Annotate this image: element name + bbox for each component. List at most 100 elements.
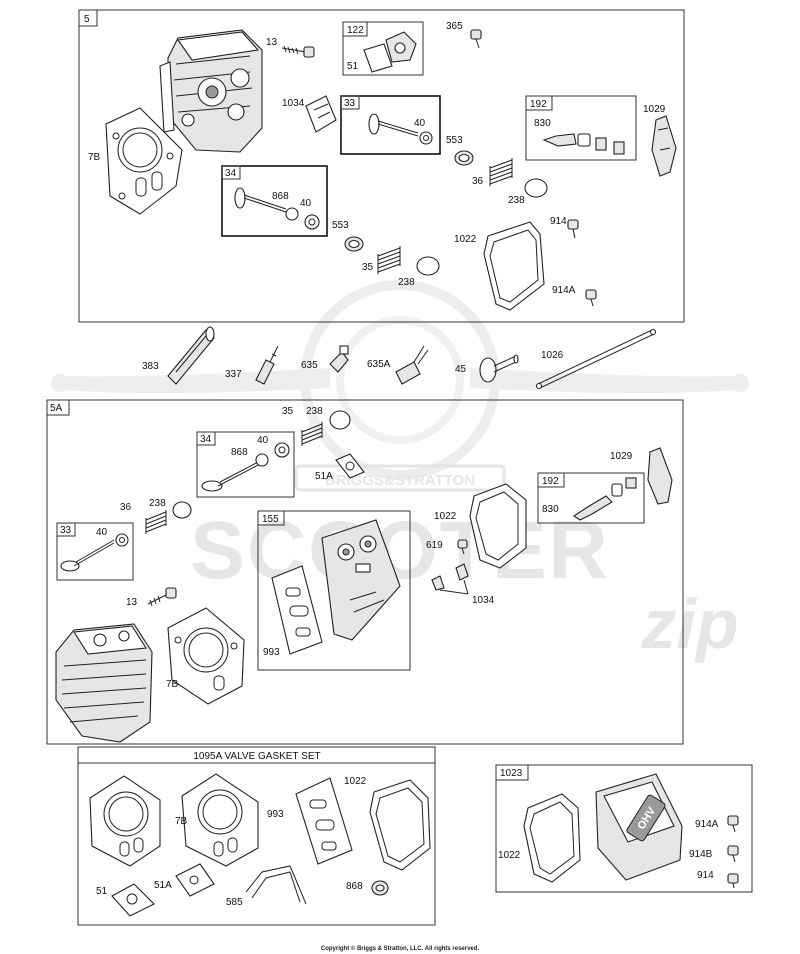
part-label-868-set: 868 (346, 881, 363, 892)
valve-spring-36-mid (145, 510, 167, 534)
part-label-635a: 635A (367, 359, 391, 370)
cylinder-head-mid (55, 623, 153, 743)
part-label-35-top: 35 (362, 262, 374, 273)
kit-122-label: 122 (347, 25, 364, 36)
breather-plate-993-mid (271, 565, 323, 655)
part-label-993-set: 993 (267, 809, 284, 820)
part-label-914a-top: 914A (552, 285, 576, 296)
valve-cover-plate-1034-top (305, 95, 337, 133)
kit-192-tab-mid (537, 472, 565, 488)
part-label-1022-top: 1022 (454, 234, 477, 245)
part-label-35-mid: 35 (282, 406, 294, 417)
section-5a-frame (46, 399, 684, 745)
gasket-set-51 (111, 883, 155, 917)
kit-122-box (342, 21, 424, 76)
part-label-830-top: 830 (534, 118, 551, 129)
part-label-585: 585 (226, 897, 243, 908)
valve-cover-1023: OHV (595, 773, 683, 881)
part-label-830-mid: 830 (542, 504, 559, 515)
part-label-40-top-b: 40 (300, 198, 312, 209)
part-label-365: 365 (446, 21, 463, 32)
part-label-619: 619 (426, 540, 443, 551)
kit-34-tab-top (221, 165, 241, 180)
screw-914a-cover (727, 815, 739, 833)
part-label-51-top: 51 (347, 61, 359, 72)
part-label-7b-mid: 7B (166, 679, 179, 690)
part-label-1022-cover: 1022 (498, 850, 521, 861)
part-label-40-mid: 40 (257, 435, 269, 446)
part-label-36-top: 36 (472, 176, 484, 187)
part-label-51a-set: 51A (154, 880, 172, 891)
watermark-line1: SCOOTER (190, 505, 609, 596)
kit-34-tab-mid (196, 431, 216, 446)
screw-619 (457, 539, 468, 555)
kit-34-label-mid: 34 (200, 434, 212, 445)
kit-192-label-mid: 192 (542, 476, 559, 487)
part-label-51-set: 51 (96, 886, 108, 897)
part-label-1022-set: 1022 (344, 776, 367, 787)
part-label-383: 383 (142, 361, 159, 372)
valve-cover-gasket-1022-mid (469, 483, 527, 569)
kit-34-box-top (221, 165, 328, 237)
push-rod-1026 (535, 328, 657, 390)
kit-155-label: 155 (262, 514, 279, 525)
kit-33-box-mid (56, 522, 134, 581)
part-label-337: 337 (225, 369, 242, 380)
part-label-1034-top: 1034 (282, 98, 305, 109)
kit-34-label-top: 34 (225, 168, 237, 179)
part-label-40-mid-left: 40 (96, 527, 108, 538)
valve-seal-553-lower (344, 236, 364, 252)
part-label-238-lower: 238 (398, 277, 415, 288)
part-label-7b-top: 7B (88, 152, 101, 163)
valve-cap-238-top (524, 178, 548, 198)
valve-seal-553-top (454, 150, 474, 166)
bolt-13-mid (147, 587, 177, 607)
rocker-arm-1029-top (651, 115, 677, 177)
part-label-1029-top: 1029 (643, 104, 666, 115)
part-label-914-cover: 914 (697, 870, 714, 881)
screw-914-top (567, 219, 579, 239)
fitting-635 (329, 345, 349, 373)
valve-cap-238-mid (329, 410, 351, 430)
valve-spring-35-top (377, 246, 401, 274)
part-label-51a-mid: 51A (315, 471, 333, 482)
intake-valve-34-top (234, 187, 320, 230)
part-label-238-mid: 238 (306, 406, 323, 417)
section-5-tab (78, 9, 98, 27)
valve-spring-36-top (489, 158, 513, 186)
watermark-brand-plate (294, 464, 506, 492)
part-label-868-mid: 868 (231, 447, 248, 458)
head-gasket-7b-mid (167, 607, 245, 705)
kit-192-box-top (525, 95, 637, 161)
kit-34-box-mid (196, 431, 295, 498)
part-label-13-top: 13 (266, 37, 278, 48)
head-gasket-7b-top (105, 107, 183, 215)
section-5a-label: 5A (50, 403, 63, 414)
kit-122-tab (342, 21, 368, 37)
breather-122 (363, 31, 417, 73)
valve-seal-set-868 (371, 880, 389, 896)
kit-192-label-top: 192 (530, 99, 547, 110)
watermark-brand: BRIGGS&STRATTON (325, 472, 475, 489)
part-label-914a-cover: 914A (695, 819, 719, 830)
screw-365 (470, 29, 482, 49)
valve-spring-35-mid (301, 422, 323, 446)
part-label-914b-cover: 914B (689, 849, 713, 860)
valve-cover-gasket-1022-cover (523, 793, 581, 883)
part-label-1026: 1026 (541, 350, 564, 361)
part-label-1034-mid: 1034 (472, 595, 495, 606)
valve-cover-1023-label: 1023 (500, 768, 523, 779)
intake-valve-34-mid (201, 442, 290, 492)
valve-cover-1023-frame (495, 764, 753, 893)
breather-assembly-155 (321, 519, 401, 641)
part-label-40-top: 40 (414, 118, 426, 129)
part-label-45: 45 (455, 364, 467, 375)
part-label-13-mid: 13 (126, 597, 138, 608)
muffler-383 (167, 326, 215, 385)
gasket-set-frame (77, 746, 436, 926)
part-label-553-top: 553 (446, 135, 463, 146)
screw-914b-cover (727, 845, 739, 863)
screw-914a-top (585, 289, 597, 307)
valve-cap-238-lower (416, 256, 440, 276)
